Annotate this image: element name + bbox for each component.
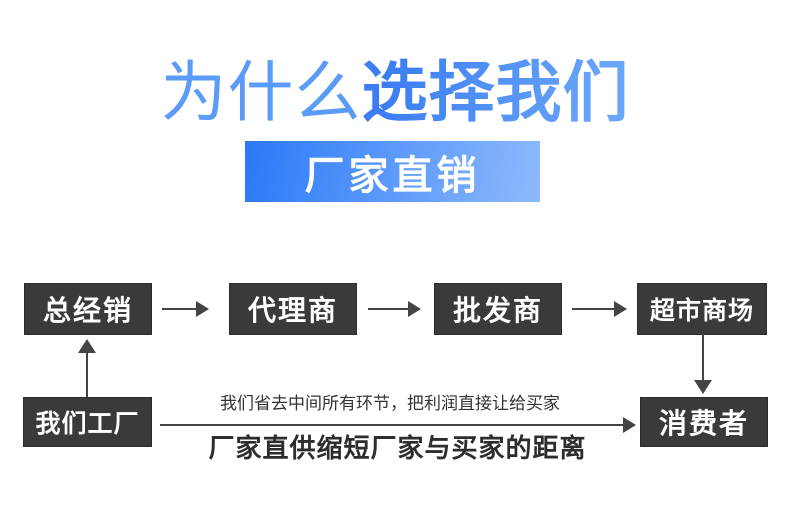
page-title-bold-part: 选择我们 [361,55,630,129]
arrow-up-factory-head-icon [78,339,96,353]
page-title: 为什么选择我们 [0,50,790,136]
arrow-right-1-line-icon [162,308,198,310]
box-supermarket-mall: 超市商场 [637,283,767,335]
box-supermarket-mall-label: 超市商场 [649,297,754,325]
box-wholesaler-label: 批发商 [452,295,543,326]
box-our-factory-label: 我们工厂 [35,410,140,438]
arrow-up-factory-line-icon [86,352,88,397]
box-our-factory: 我们工厂 [23,397,152,447]
arrow-right-3-head-icon [614,301,627,317]
arrow-factory-to-consumer-head-icon [623,417,636,433]
direct-supply-slogan-text: 厂家直供缩短厂家与买家的距离 [208,433,587,463]
arrow-down-consumer-line-icon [702,333,704,381]
box-agent-label: 代理商 [247,295,338,326]
box-agent: 代理商 [229,283,357,335]
page-title-light-part: 为什么 [160,55,362,129]
box-consumer-label: 消费者 [658,408,749,439]
factory-direct-banner-label: 厂家直销 [304,153,481,198]
box-general-distributor: 总经销 [24,283,152,335]
box-consumer: 消费者 [640,397,768,447]
arrow-factory-to-consumer-line-icon [160,424,624,426]
arrow-down-consumer-head-icon [694,380,712,394]
arrow-right-3-line-icon [572,308,616,310]
box-general-distributor-label: 总经销 [42,295,133,326]
box-wholesaler: 批发商 [434,283,562,335]
middlemen-note-text: 我们省去中间所有环节，把利润直接让给买家 [220,394,560,413]
arrow-right-1-head-icon [196,301,209,317]
arrow-right-2-line-icon [368,308,410,310]
arrow-right-2-head-icon [408,301,421,317]
factory-direct-banner: 厂家直销 [245,141,540,202]
